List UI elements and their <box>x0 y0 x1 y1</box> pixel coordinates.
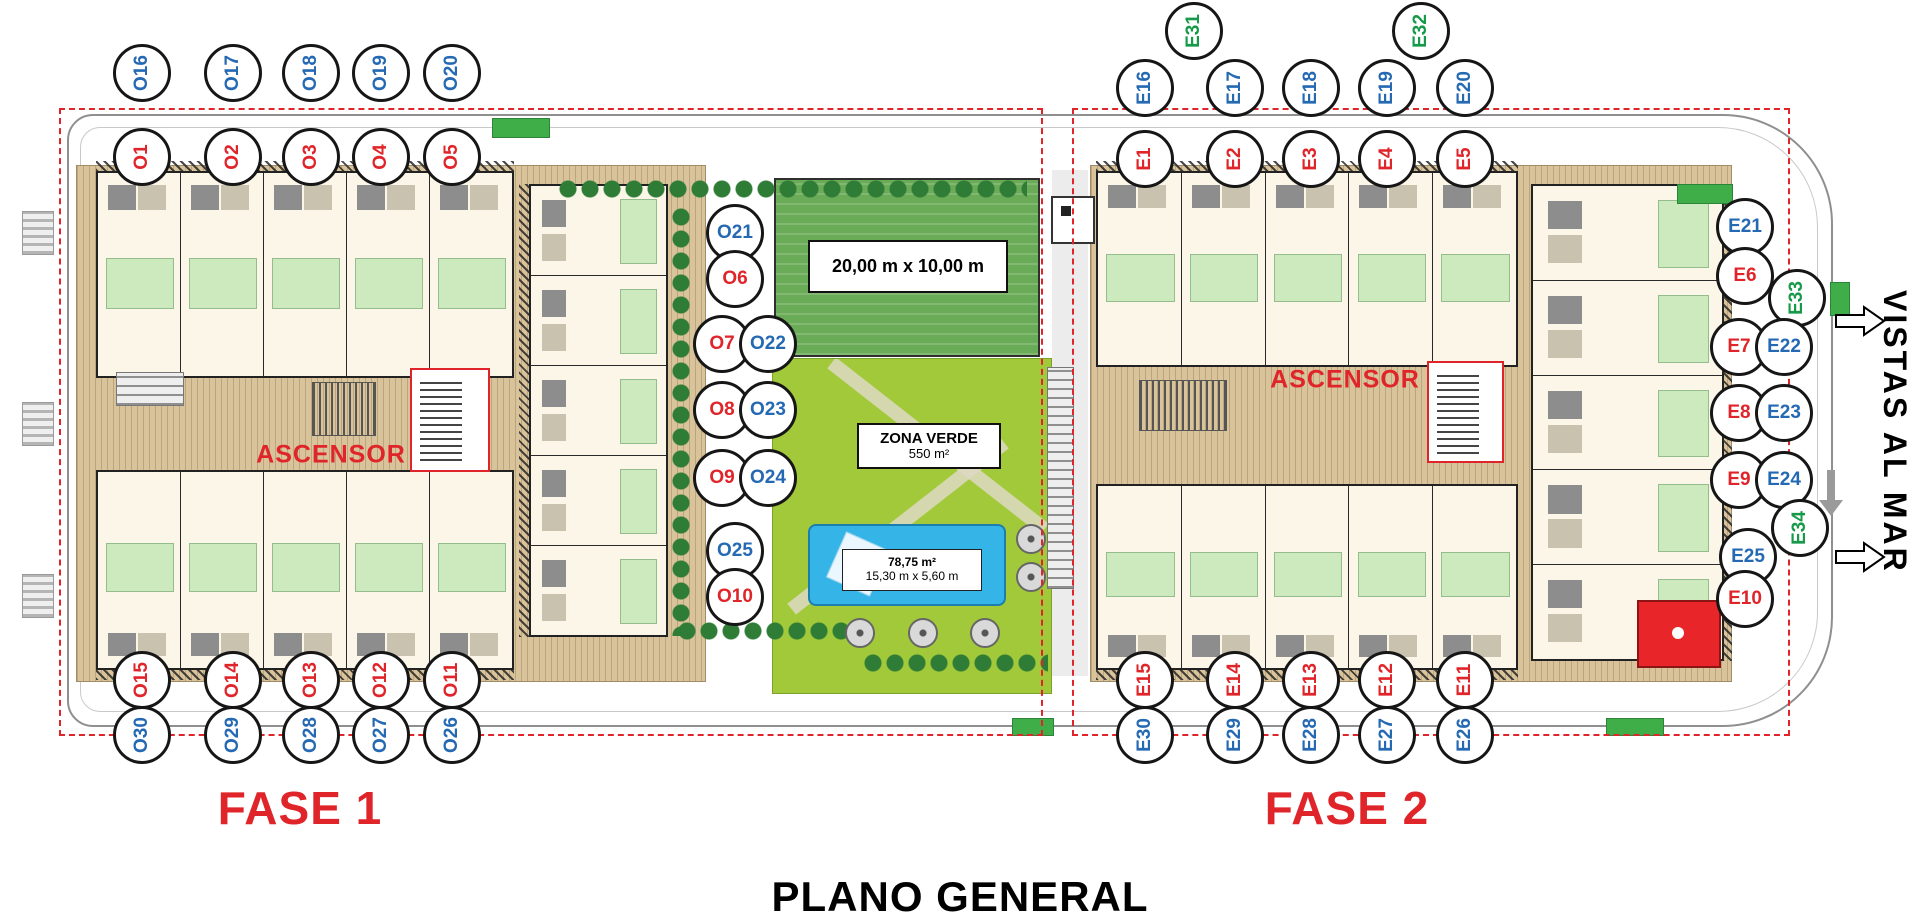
fase2-label: FASE 2 <box>1264 782 1430 834</box>
apartment-unit <box>1349 173 1434 365</box>
sea-arrow-icon <box>1834 540 1886 579</box>
trees-column <box>670 206 692 636</box>
green-zone-area: 550 m² <box>908 446 950 462</box>
trees-row <box>557 178 1027 200</box>
apartment-unit <box>1266 173 1350 365</box>
curb-strip <box>22 574 54 618</box>
parasol-table <box>970 618 1000 648</box>
unit-label-E31: E31 <box>1165 2 1223 60</box>
stairs-icon <box>1437 372 1479 454</box>
fase1-south-building <box>96 470 514 670</box>
down-arrow-icon <box>1818 468 1844 523</box>
apartment-unit <box>1533 281 1722 376</box>
unit-label-O20: O20 <box>423 44 481 102</box>
curb-strip <box>22 402 54 446</box>
apartment-unit <box>531 186 666 276</box>
pool-label: 78,75 m² 15,30 m x 5,60 m <box>842 549 982 591</box>
site-boundary <box>67 114 1833 727</box>
vistas-al-mar-label: VISTAS AL MAR <box>1877 290 1913 574</box>
apartment-unit <box>430 472 512 668</box>
unit-label-O16: O16 <box>113 44 171 102</box>
hedge <box>492 118 550 138</box>
apartment-unit <box>98 173 181 376</box>
apartment-unit <box>98 472 181 668</box>
apartment-unit <box>430 173 512 376</box>
fase2-north-building <box>1096 171 1518 367</box>
elevator-box-fase1 <box>410 368 490 472</box>
page-title: PLANO GENERAL <box>771 873 1149 920</box>
fase1-north-building <box>96 171 514 378</box>
stairs-icon <box>420 379 462 461</box>
court-dimensions-label: 20,00 m x 10,00 m <box>808 240 1008 293</box>
pool-area-text: 78,75 m² <box>887 555 937 570</box>
apartment-unit <box>1182 486 1266 668</box>
fase1-east-wing <box>529 184 668 637</box>
apartment-unit <box>347 173 430 376</box>
elevator-box-fase2 <box>1427 361 1504 463</box>
curb-strip <box>22 211 54 255</box>
utility-box <box>1637 600 1721 668</box>
apartment-unit <box>1098 173 1182 365</box>
fase1-label: FASE 1 <box>217 782 383 834</box>
entrance-stairs <box>116 372 184 406</box>
apartment-unit <box>531 546 666 635</box>
apartment-unit <box>1182 173 1266 365</box>
unit-label-O19: O19 <box>352 44 410 102</box>
unit-label-O17: O17 <box>204 44 262 102</box>
stair-rack <box>1139 380 1227 431</box>
phase1-boundary <box>59 108 1043 736</box>
apartment-unit <box>1533 186 1722 281</box>
apartment-unit <box>1433 486 1516 668</box>
court-dimensions-text: 20,00 m x 10,00 m <box>831 256 985 276</box>
apartment-unit <box>264 472 347 668</box>
apartment-unit <box>1533 376 1722 471</box>
apartment-unit <box>1266 486 1350 668</box>
apartment-unit <box>1433 173 1516 365</box>
fase2-south-building <box>1096 484 1518 670</box>
pool-dimensions-text: 15,30 m x 5,60 m <box>865 569 959 583</box>
ascensor-label-fase2: ASCENSOR <box>1270 365 1420 394</box>
green-zone-name: ZONA VERDE <box>880 429 978 447</box>
phase2-boundary <box>1072 108 1790 736</box>
green-zone-label: ZONA VERDE 550 m² <box>857 423 1001 469</box>
apartment-unit <box>1533 470 1722 566</box>
sea-arrow-icon <box>1834 304 1886 343</box>
trees-row <box>862 652 1048 672</box>
parasol-table <box>908 618 938 648</box>
apartment-unit <box>264 173 347 376</box>
apartment-unit <box>347 472 430 668</box>
apartment-unit <box>531 456 666 546</box>
apartment-unit <box>531 366 666 456</box>
unit-label-E32: E32 <box>1392 2 1450 60</box>
roof-hatch <box>519 184 529 637</box>
central-stairs <box>1047 367 1074 589</box>
apartment-unit <box>181 472 264 668</box>
apartment-unit <box>531 276 666 366</box>
parasol-table <box>845 618 875 648</box>
stair-rack <box>312 382 376 436</box>
unit-label-O18: O18 <box>282 44 340 102</box>
apartment-unit <box>181 173 264 376</box>
ascensor-label-fase1: ASCENSOR <box>256 440 406 469</box>
